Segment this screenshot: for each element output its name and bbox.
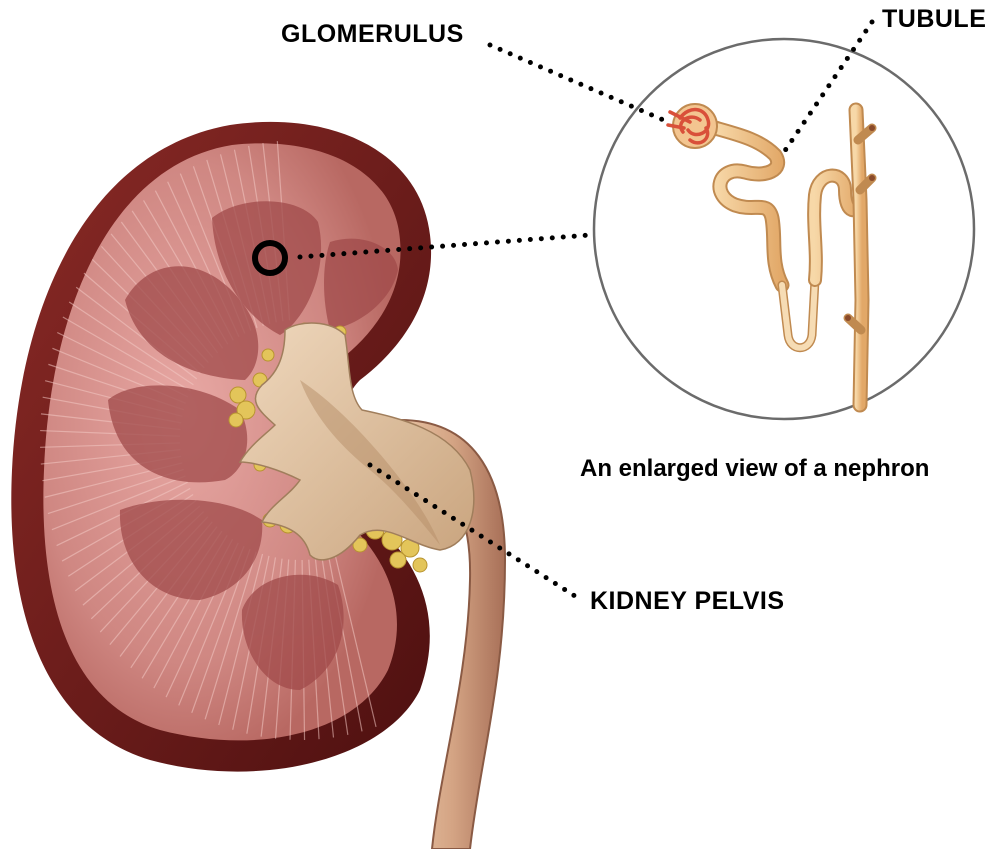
fat-blob (262, 349, 274, 361)
collecting-duct-fill (856, 110, 862, 405)
nephron-caption: An enlarged view of a nephron (580, 455, 929, 483)
nephron-magnifier (594, 39, 974, 419)
glomerulus-label: GLOMERULUS (281, 20, 464, 49)
fat-blob (413, 558, 427, 572)
duct-opening (845, 315, 851, 321)
tubule-label: TUBULE (882, 5, 986, 34)
fat-blob (230, 387, 246, 403)
leader-glomerulus (490, 45, 668, 122)
kidney-pelvis-label: KIDNEY PELVIS (590, 587, 785, 616)
duct-opening (869, 125, 875, 131)
fat-blob (229, 413, 243, 427)
fat-blob (390, 552, 406, 568)
duct-opening (869, 175, 875, 181)
